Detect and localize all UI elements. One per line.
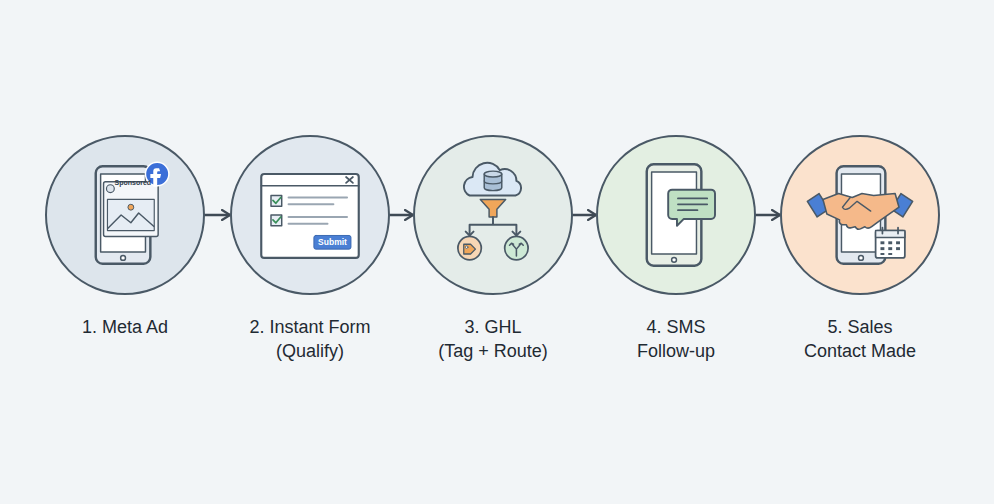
step-circle: 5. Sales Contact Made <box>780 135 940 295</box>
step-circle: 1. Meta AdSponsored <box>45 135 205 295</box>
step-circle: 2. Instant Form (Qualify)Submit <box>230 135 390 295</box>
step-circle: 4. SMS Follow-up <box>596 135 756 295</box>
form-window-icon <box>232 137 388 293</box>
step-circle: 3. GHL (Tag + Route) <box>413 135 573 295</box>
step-label: 1. Meta Ad <box>78 315 173 339</box>
handshake-icon <box>782 137 938 293</box>
flow-arrow <box>756 214 780 217</box>
step-label: 4. SMS Follow-up <box>633 315 720 363</box>
step-label: 2. Instant Form (Qualify) <box>245 315 375 363</box>
flow-arrow <box>573 214 596 217</box>
ad-phone-icon <box>47 137 203 293</box>
step-label: 5. Sales Contact Made <box>800 315 921 363</box>
flow-arrow <box>390 214 413 217</box>
step-label: 3. GHL (Tag + Route) <box>434 315 552 363</box>
ad-sponsored-text: Sponsored <box>115 179 152 186</box>
routing-icon <box>415 137 571 293</box>
submit-button-text: Submit <box>318 238 347 247</box>
sms-phone-icon <box>598 137 754 293</box>
flow-arrow <box>205 214 230 217</box>
